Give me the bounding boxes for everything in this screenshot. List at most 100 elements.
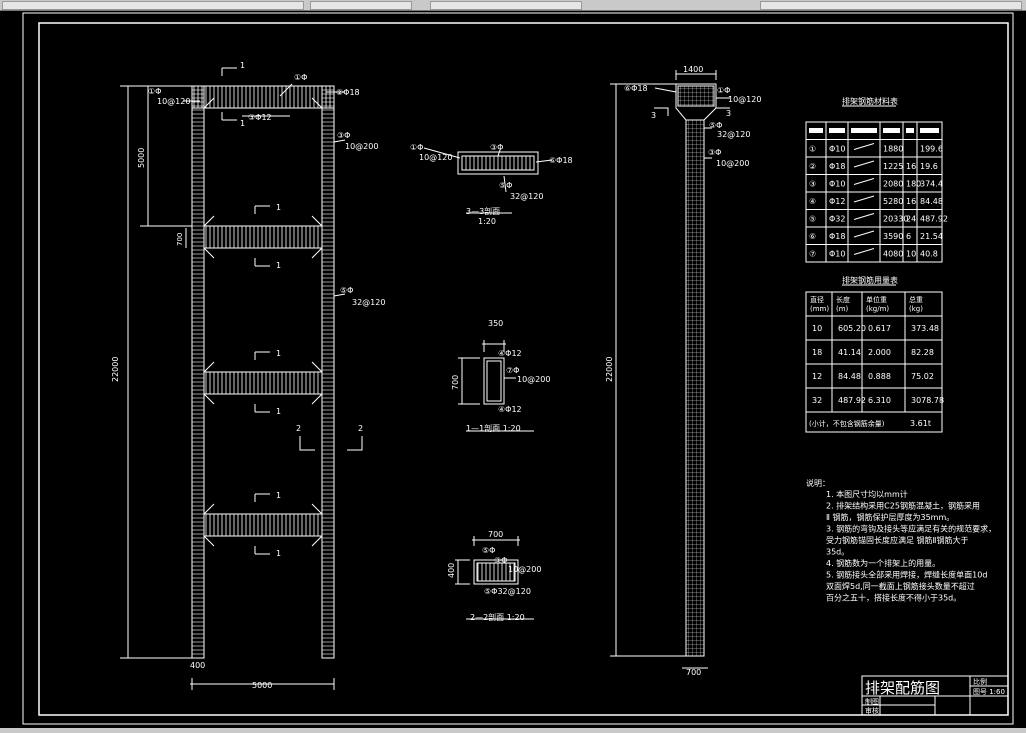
svg-text:5000: 5000 bbox=[252, 681, 272, 690]
table-cell: 374.4 bbox=[920, 180, 943, 189]
title-block-text: 排架配筋图 比例 图号 1:60 制图 审核 bbox=[865, 677, 1005, 715]
table-cell: 6 bbox=[906, 232, 911, 241]
note-line: 4. 钢筋数为一个排架上的用量。 bbox=[826, 558, 940, 568]
svg-text:700: 700 bbox=[488, 530, 503, 539]
table-header-cell bbox=[851, 128, 877, 133]
table-total-value: 3.61t bbox=[910, 419, 931, 428]
table-cell: 5280 bbox=[883, 197, 903, 206]
svg-text:⑤Φ: ⑤Φ bbox=[709, 121, 722, 130]
toolbar-segment[interactable] bbox=[430, 1, 582, 10]
rebar-shape bbox=[853, 230, 875, 238]
table-cell: 75.02 bbox=[911, 372, 934, 381]
table-cell: ⑤ bbox=[809, 215, 816, 224]
table-cell: 84.48 bbox=[838, 372, 861, 381]
table-cell: 1880 bbox=[883, 145, 903, 154]
table-cell: 16 bbox=[906, 197, 916, 206]
table-header-cell bbox=[906, 128, 914, 133]
svg-text:⑥Φ18: ⑥Φ18 bbox=[624, 84, 648, 93]
table-cell: 84.48 bbox=[920, 197, 943, 206]
svg-text:1: 1 bbox=[276, 491, 281, 500]
table-cell: 24 bbox=[906, 215, 916, 224]
svg-text:①Φ: ①Φ bbox=[410, 143, 423, 152]
table-cell: ④ bbox=[809, 197, 816, 206]
table-cell: ⑦ bbox=[809, 250, 816, 259]
svg-text:10@200: 10@200 bbox=[716, 159, 749, 168]
table-cell: 12 bbox=[812, 372, 822, 381]
table-cell: 4080 bbox=[883, 250, 903, 259]
outer-border bbox=[22, 12, 1014, 725]
section-2-2 bbox=[455, 536, 534, 620]
toolbar-segment[interactable] bbox=[2, 1, 304, 10]
rebar-shape bbox=[853, 143, 875, 150]
svg-text:⑥Φ18: ⑥Φ18 bbox=[549, 156, 573, 165]
svg-text:⑦Φ: ⑦Φ bbox=[506, 366, 519, 375]
svg-text:1—1剖面 1:20: 1—1剖面 1:20 bbox=[466, 423, 521, 433]
svg-text:10@120: 10@120 bbox=[419, 153, 452, 162]
side-elevation bbox=[610, 70, 730, 669]
table-header-cell bbox=[920, 128, 939, 133]
table-cell: 18 bbox=[812, 348, 822, 357]
svg-text:700: 700 bbox=[176, 233, 184, 246]
table-cell: 21.54 bbox=[920, 232, 943, 241]
note-line: 1. 本图尺寸均以mm计 bbox=[826, 489, 908, 499]
svg-text:审核: 审核 bbox=[865, 706, 879, 715]
svg-text:1400: 1400 bbox=[683, 65, 703, 74]
svg-text:32@120: 32@120 bbox=[352, 298, 385, 307]
rebar-shape bbox=[853, 195, 875, 203]
svg-text:1: 1 bbox=[276, 407, 281, 416]
table-header: 总重 bbox=[909, 295, 923, 304]
svg-text:②Φ18: ②Φ18 bbox=[336, 88, 360, 97]
table-cell: 0.888 bbox=[868, 372, 891, 381]
svg-text:5000: 5000 bbox=[137, 148, 146, 168]
svg-text:①Φ: ①Φ bbox=[148, 87, 161, 96]
rebar-shape bbox=[853, 178, 875, 185]
note-line: 双面焊5d,同一截面上钢筋接头数量不超过 bbox=[826, 581, 975, 591]
toolbar-segment[interactable] bbox=[760, 1, 1022, 10]
frame-annotations: 1 1 1 1 1 1 1 1 2 2 ①Φ 10@120 ①Φ ②Φ18 ③Φ… bbox=[111, 61, 385, 690]
note-line: Ⅱ 钢筋，钢筋保护层厚度为35mm。 bbox=[826, 512, 954, 522]
table-cell: Φ32 bbox=[829, 215, 845, 224]
svg-text:制图: 制图 bbox=[865, 697, 879, 706]
svg-text:10@200: 10@200 bbox=[508, 565, 541, 574]
table-total-label: (小计，不包含钢筋余量) bbox=[809, 419, 885, 428]
svg-text:2: 2 bbox=[296, 424, 301, 433]
svg-text:③Φ: ③Φ bbox=[708, 148, 721, 157]
table-cell: 41.14 bbox=[838, 348, 861, 357]
svg-text:1: 1 bbox=[276, 549, 281, 558]
svg-text:22000: 22000 bbox=[111, 357, 120, 382]
svg-text:1: 1 bbox=[276, 203, 281, 212]
svg-text:1: 1 bbox=[276, 261, 281, 270]
table-cell: 2.000 bbox=[868, 348, 891, 357]
table-cell: Φ18 bbox=[829, 232, 845, 241]
section-3-3 bbox=[423, 147, 553, 214]
table-header-unit: (kg) bbox=[909, 305, 923, 313]
svg-text:10@120: 10@120 bbox=[157, 97, 190, 106]
rebar-shape bbox=[853, 213, 875, 220]
svg-text:④Φ12: ④Φ12 bbox=[498, 405, 522, 414]
table-cell: 605.20 bbox=[838, 324, 866, 333]
rebar-shape bbox=[853, 160, 875, 168]
svg-text:⑤Φ: ⑤Φ bbox=[340, 286, 353, 295]
table-header-unit: (kg/m) bbox=[866, 305, 889, 313]
table-cell: 487.92 bbox=[838, 396, 866, 405]
table-cell: 2080 bbox=[883, 180, 903, 189]
rebar-shape bbox=[853, 248, 875, 255]
table-cell: 6.310 bbox=[868, 396, 891, 405]
note-line: 2. 排架结构采用C25钢筋混凝土，钢筋采用 bbox=[826, 501, 980, 511]
frame-elevation bbox=[120, 67, 363, 690]
note-line: 百分之五十，搭接长度不得小于35d。 bbox=[826, 593, 961, 603]
toolbar-segment[interactable] bbox=[310, 1, 412, 10]
svg-text:400: 400 bbox=[190, 661, 205, 670]
table-cell: 1225 bbox=[883, 162, 903, 171]
table-cell: 82.28 bbox=[911, 348, 934, 357]
table-cell: 40.8 bbox=[920, 250, 938, 259]
table-header: 单位重 bbox=[866, 295, 887, 304]
svg-text:10@120: 10@120 bbox=[728, 95, 761, 104]
table-header-cell bbox=[883, 128, 900, 133]
svg-text:350: 350 bbox=[488, 319, 503, 328]
toolbar-strip bbox=[0, 0, 1026, 11]
table-cell: 19.6 bbox=[920, 162, 938, 171]
table-cell: 180 bbox=[906, 180, 921, 189]
